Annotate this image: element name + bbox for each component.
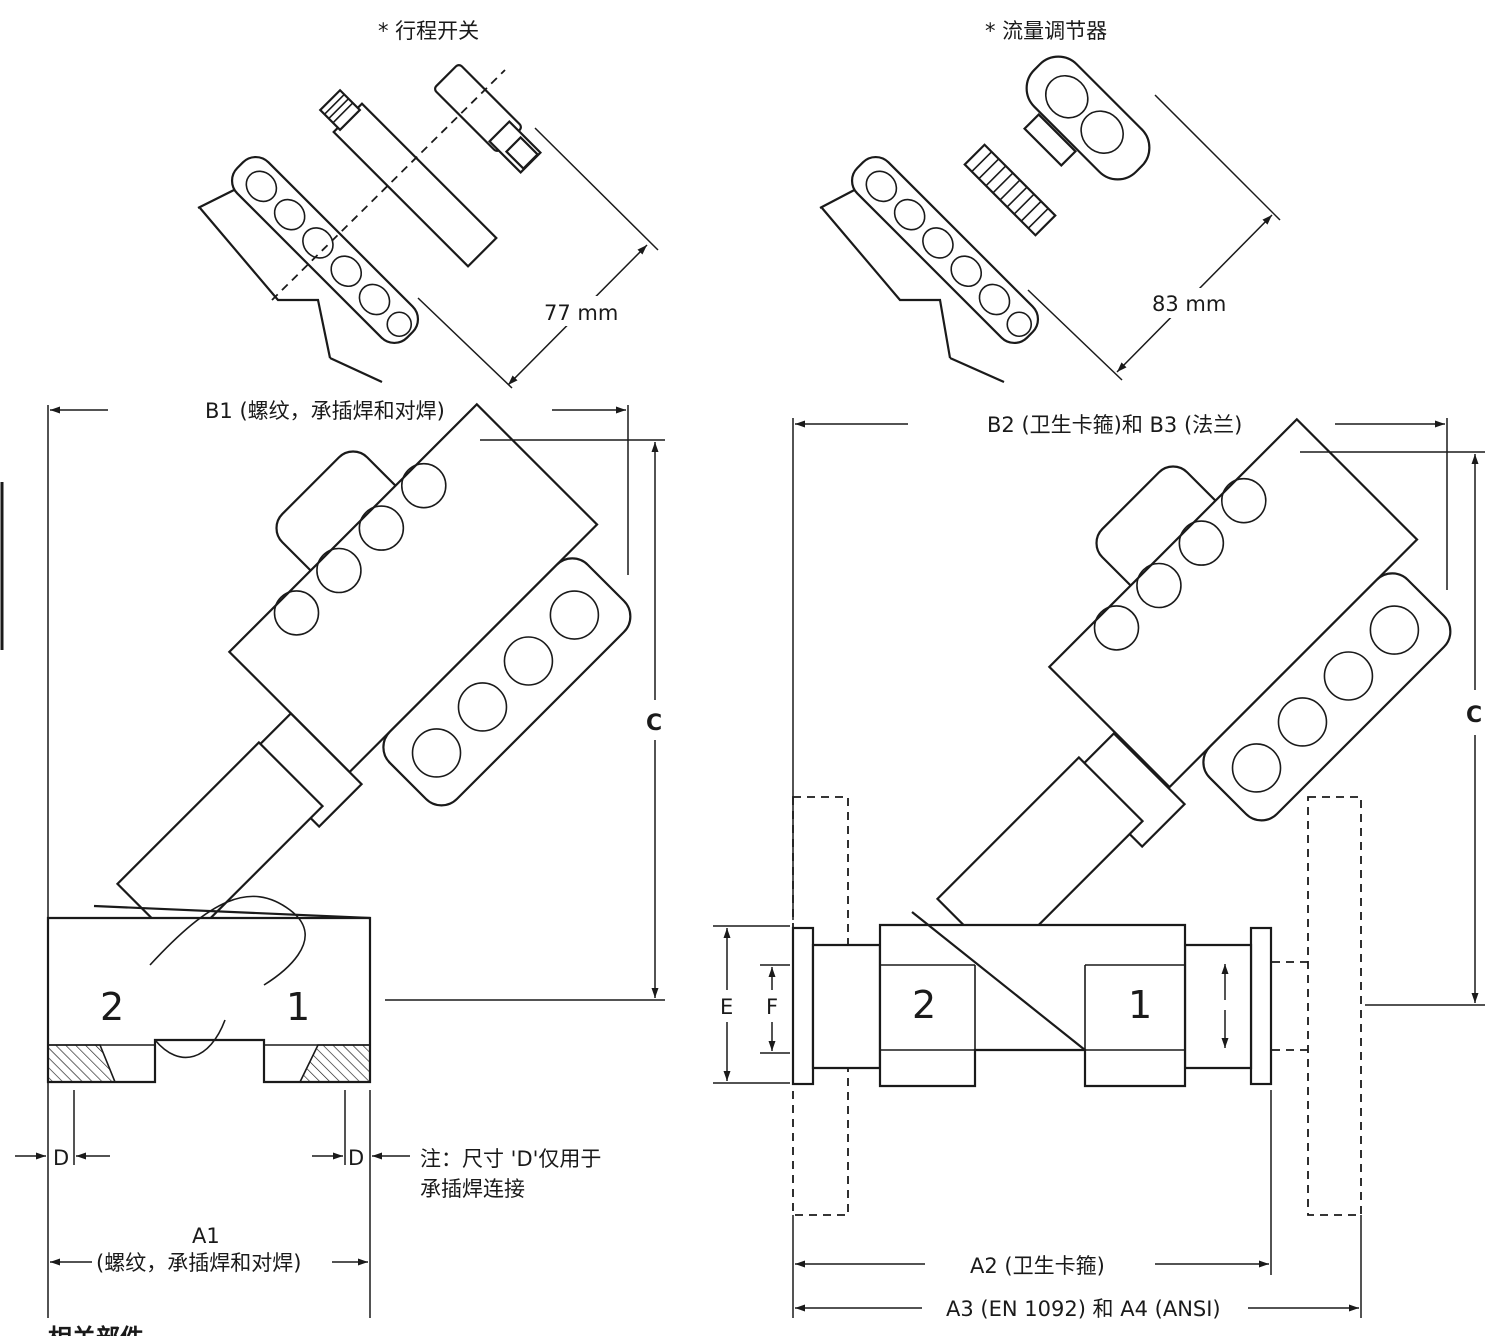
- flow-regulator-label: * 流量调节器: [985, 19, 1107, 43]
- limit-switch-view: [197, 64, 659, 389]
- dim-77-label: 77 mm: [544, 301, 618, 325]
- a3-a4-label: A3 (EN 1092) 和 A4 (ANSI): [946, 1297, 1221, 1321]
- e-label: E: [720, 995, 733, 1019]
- a1-subtitle: (螺纹，承插焊和对焊): [96, 1251, 301, 1275]
- flanged-valve: [791, 417, 1452, 1216]
- flow-regulator-view: [819, 55, 1281, 384]
- b1-label: B1 (螺纹，承插焊和对焊): [205, 399, 445, 423]
- note-line-2: 承插焊连接: [420, 1177, 525, 1201]
- b2-b3-label: B2 (卫生卡箍)和 B3 (法兰): [987, 413, 1242, 437]
- port-1-right: 1: [1128, 983, 1152, 1027]
- a2-label: A2 (卫生卡箍): [970, 1254, 1105, 1278]
- threaded-valve: [46, 402, 632, 1084]
- a1-label: A1: [192, 1224, 220, 1248]
- port-1-left: 1: [286, 985, 310, 1029]
- c-label-right: C: [1466, 703, 1482, 728]
- footer-heading-cut: 相关部件: [48, 1324, 144, 1336]
- f-label: F: [766, 995, 778, 1019]
- dim-83-label: 83 mm: [1152, 292, 1226, 316]
- d-label-left: D: [53, 1146, 69, 1170]
- limit-switch-label: * 行程开关: [378, 19, 479, 43]
- port-2-left: 2: [100, 985, 124, 1029]
- port-2-right: 2: [912, 983, 936, 1027]
- note-line-1: 注：尺寸 'D'仅用于: [420, 1147, 601, 1171]
- c-label-left: C: [646, 711, 662, 736]
- d-label-right: D: [348, 1146, 364, 1170]
